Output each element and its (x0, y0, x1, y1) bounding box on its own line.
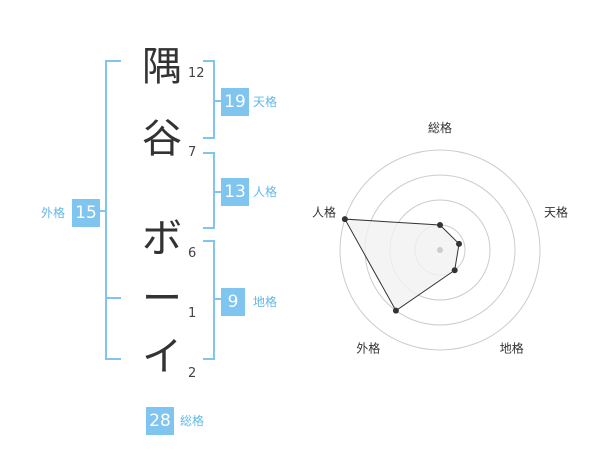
radar-axis-label-5: 人格 (312, 204, 336, 219)
stroke-count-4: 1 (188, 306, 197, 321)
radar-polygon (344, 218, 460, 312)
radar-axis-label-4: 外格 (356, 341, 380, 356)
soukaku-value: 28 (146, 407, 174, 435)
radar-point-5 (341, 216, 348, 223)
radar-point-1 (437, 222, 443, 228)
gaikaku-value: 15 (72, 199, 100, 227)
chikaku-value: 9 (221, 288, 245, 316)
radar-point-2 (456, 240, 463, 247)
name-char-1: 隅 (142, 44, 182, 90)
stroke-count-1: 12 (188, 66, 205, 81)
name-char-2: 谷 (142, 116, 182, 162)
tenkaku-label: 天格 (253, 95, 278, 109)
stroke-count-5: 2 (188, 366, 197, 381)
soukaku-label: 総格 (180, 414, 205, 428)
jinkaku-value: 13 (221, 178, 249, 206)
radar-axis-label-3: 地格 (500, 341, 524, 356)
radar-point-4 (392, 307, 399, 314)
name-char-4: ー (142, 276, 182, 322)
radar-center-dot (437, 247, 443, 253)
tenkaku-value: 19 (221, 88, 249, 116)
name-char-5: イ (142, 334, 182, 380)
chikaku-label: 地格 (253, 295, 278, 309)
name-char-3: ボ (142, 216, 182, 262)
jinkaku-label: 人格 (253, 185, 278, 199)
radar-ring-4 (339, 149, 541, 351)
radar-point-3 (451, 267, 458, 274)
radar-axis-label-2: 天格 (544, 204, 568, 219)
stroke-count-2: 7 (188, 145, 197, 160)
stroke-count-3: 6 (188, 246, 197, 261)
gaikaku-label: 外格 (41, 206, 66, 220)
radar-axis-label-1: 総格 (428, 120, 452, 135)
